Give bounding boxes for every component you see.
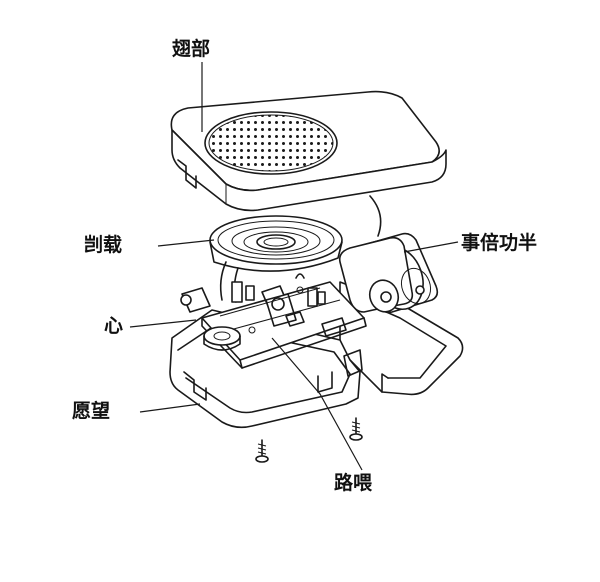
top-cover	[170, 90, 447, 212]
label-speaker-cone: 剀载	[84, 234, 123, 256]
leader-lines	[129, 62, 459, 471]
label-batteries: 事倍功半	[461, 232, 538, 254]
label-base-housing: 愿望	[72, 400, 111, 422]
label-core: 心	[104, 315, 124, 337]
screw-left	[255, 439, 269, 463]
label-circuit-board: 路喂	[334, 472, 373, 494]
circuit-board	[180, 273, 367, 369]
label-top-cover: 翅部	[172, 38, 211, 60]
batteries	[338, 232, 439, 314]
screw-right	[349, 417, 363, 441]
